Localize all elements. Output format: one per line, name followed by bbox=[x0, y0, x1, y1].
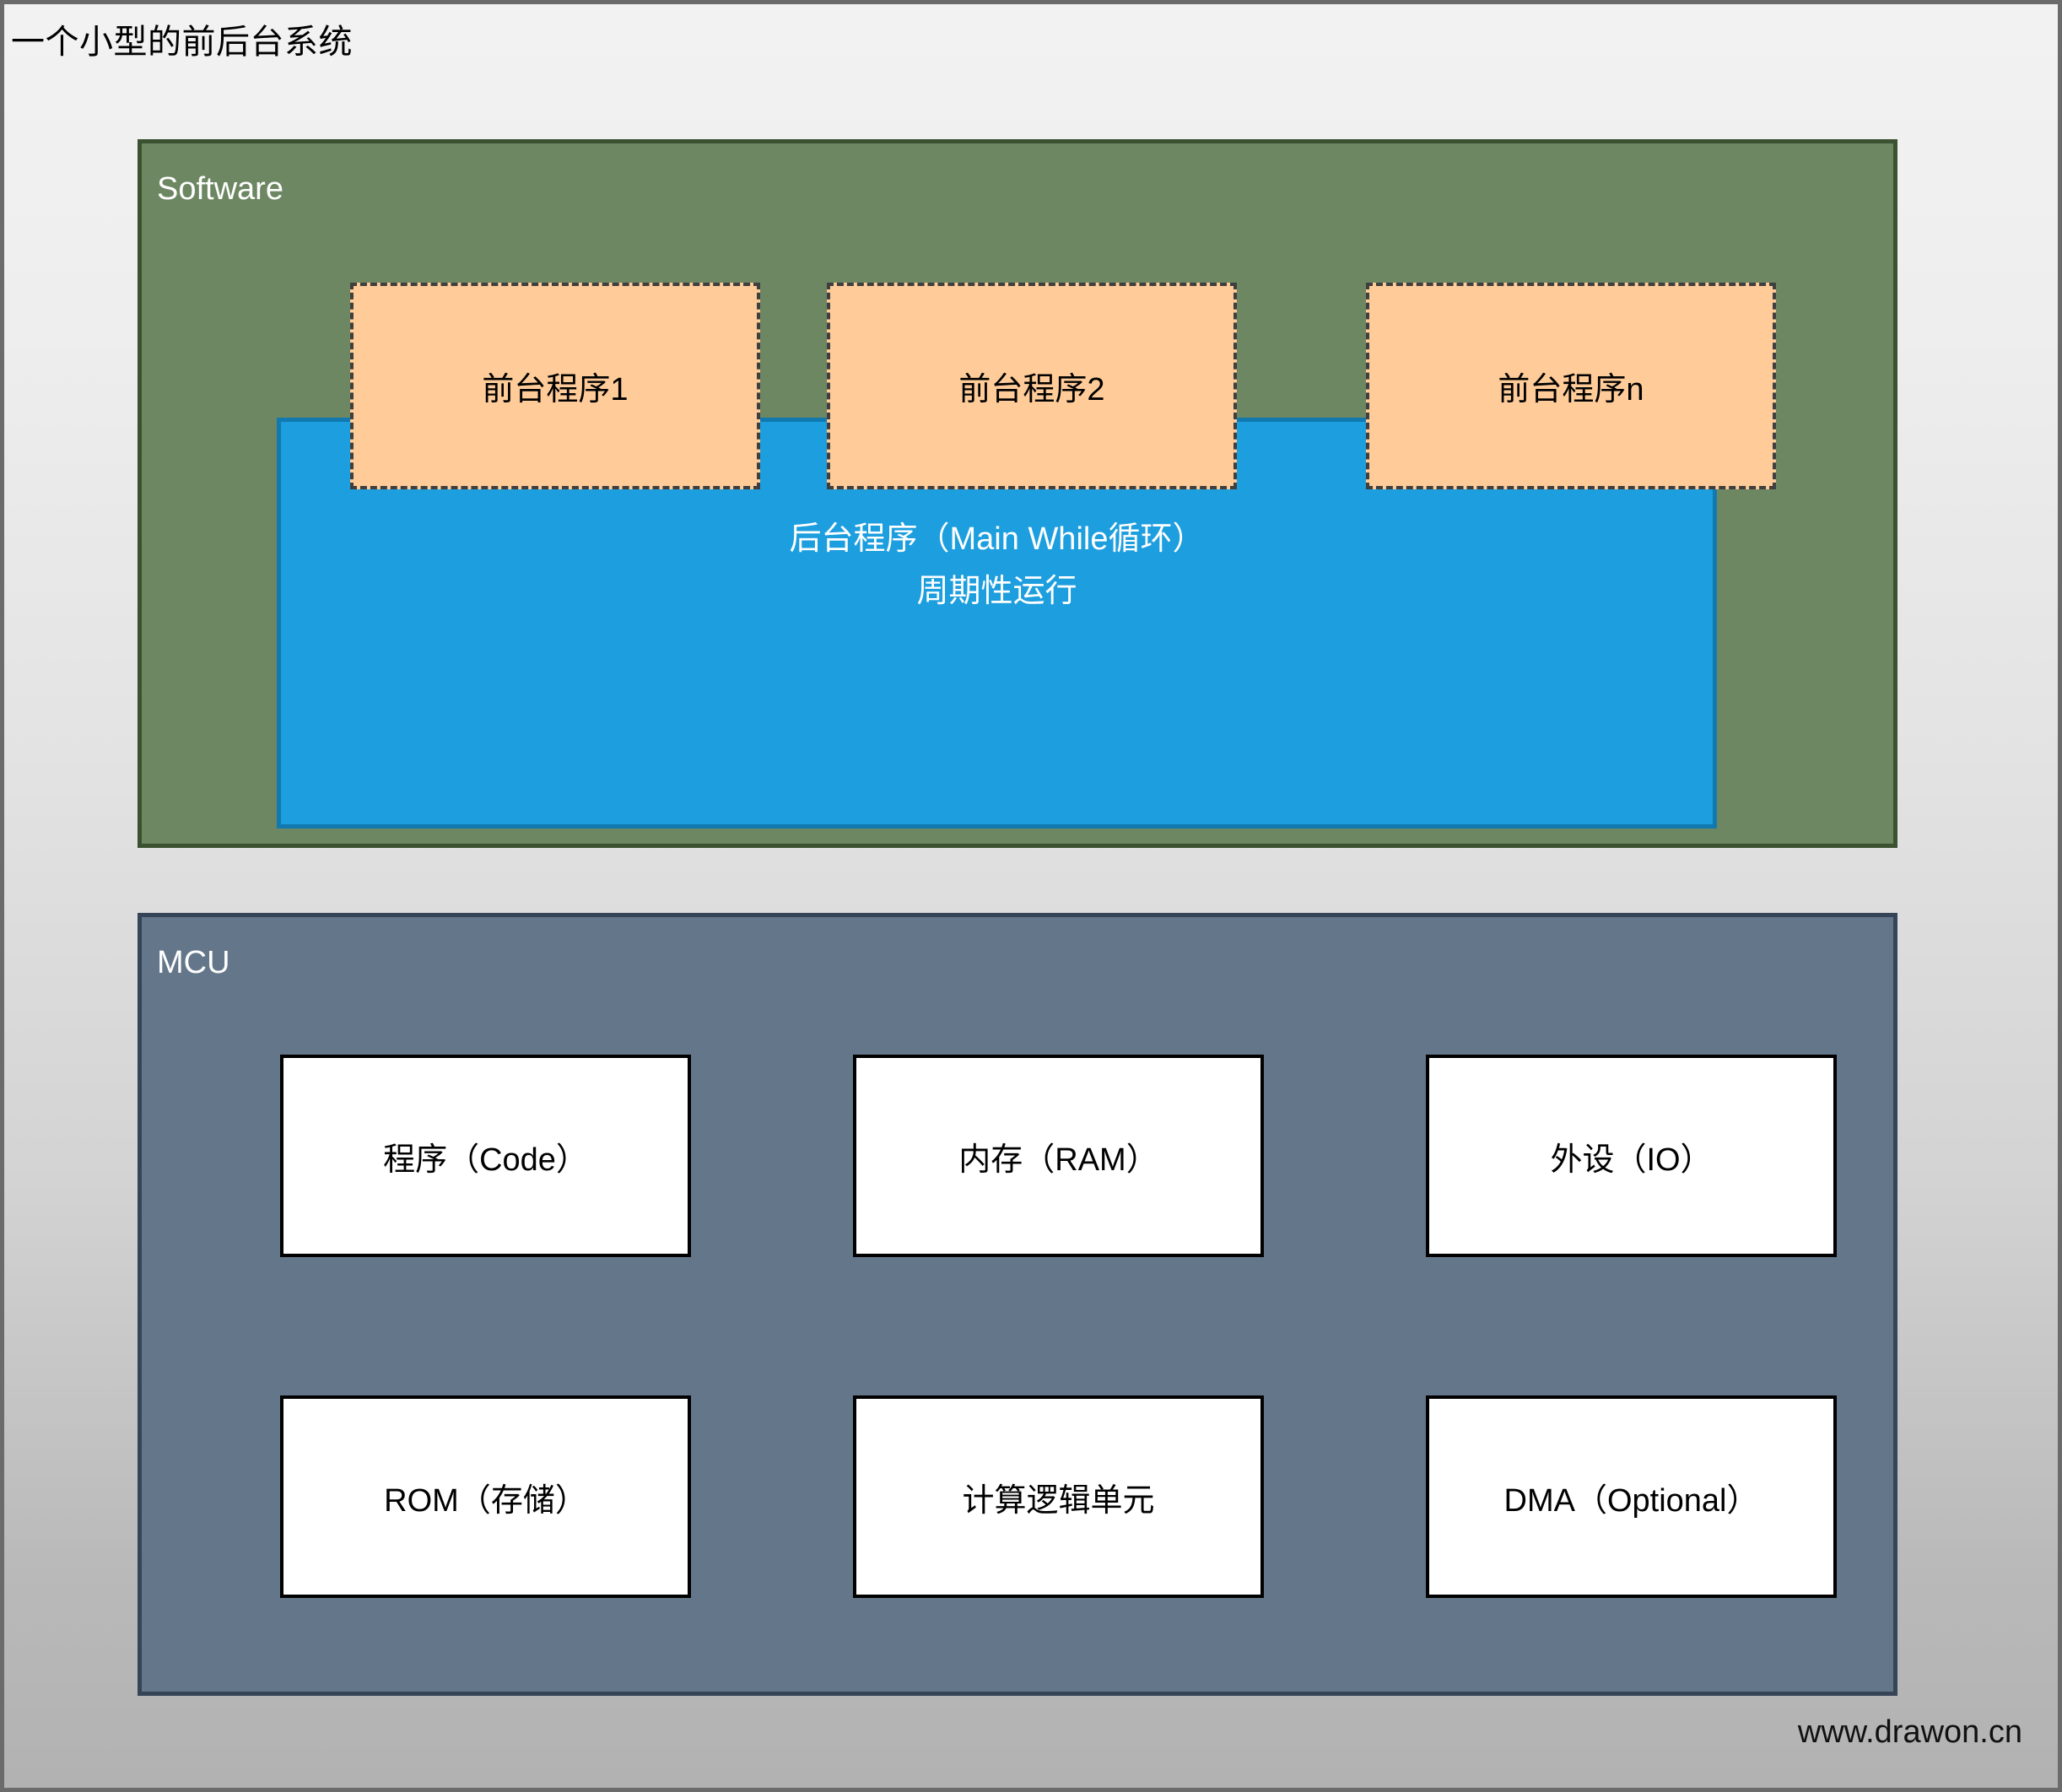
foreground-task-box-1: 前台程序1 bbox=[350, 283, 760, 489]
mcu-block-ram: 内存（RAM） bbox=[853, 1055, 1264, 1257]
watermark: www.drawon.cn bbox=[1797, 1714, 2022, 1750]
mcu-block-label-ram: 内存（RAM） bbox=[958, 1142, 1158, 1178]
foreground-task-label-2: 前台程序2 bbox=[958, 372, 1105, 408]
mcu-block-label-io: 外设（IO） bbox=[1550, 1142, 1713, 1178]
mcu-container: MCU 程序（Code） 内存（RAM） 外设（IO） ROM（存储） 计算逻辑… bbox=[138, 913, 1897, 1696]
mcu-block-label-rom: ROM（存储） bbox=[384, 1482, 587, 1519]
mcu-block-label-code: 程序（Code） bbox=[383, 1142, 588, 1178]
page-title: 一个小型的前后台系统 bbox=[11, 24, 353, 61]
background-process-label: 后台程序（Main While循环） 周期性运行 bbox=[789, 521, 1205, 609]
mcu-block-code: 程序（Code） bbox=[280, 1055, 691, 1257]
mcu-block-label-alu: 计算逻辑单元 bbox=[962, 1482, 1155, 1519]
mcu-block-rom: ROM（存储） bbox=[280, 1395, 691, 1598]
foreground-task-box-2: 前台程序2 bbox=[827, 283, 1237, 489]
software-container: Software 后台程序（Main While循环） 周期性运行 前台程序1 … bbox=[138, 139, 1897, 848]
mcu-block-alu: 计算逻辑单元 bbox=[853, 1395, 1264, 1598]
mcu-block-io: 外设（IO） bbox=[1426, 1055, 1837, 1257]
mcu-block-dma: DMA（Optional） bbox=[1426, 1395, 1837, 1598]
mcu-label: MCU bbox=[157, 945, 230, 980]
mcu-block-label-dma: DMA（Optional） bbox=[1503, 1482, 1759, 1519]
foreground-task-box-3: 前台程序n bbox=[1366, 283, 1776, 489]
foreground-task-label-3: 前台程序n bbox=[1498, 372, 1644, 408]
software-label: Software bbox=[157, 171, 283, 207]
foreground-task-label-1: 前台程序1 bbox=[482, 372, 629, 408]
